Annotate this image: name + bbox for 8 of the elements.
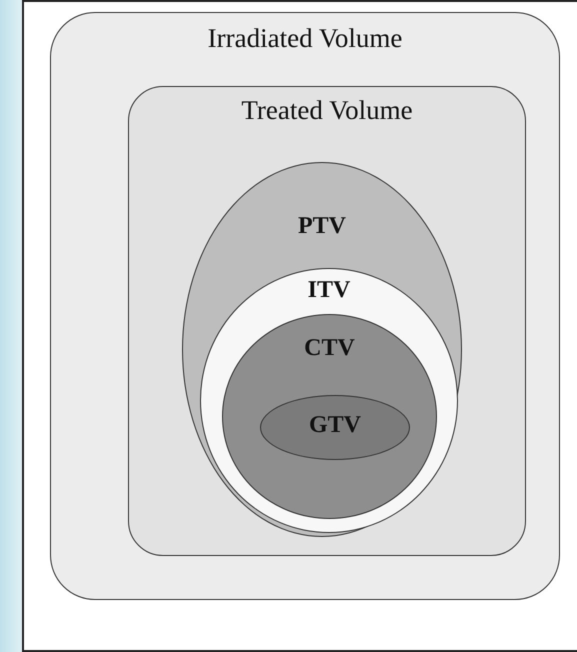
volume-label: PTV bbox=[297, 213, 347, 240]
volume-label: GTV bbox=[308, 412, 362, 439]
volume-label: CTV bbox=[303, 335, 356, 362]
irradiated-volume-box bbox=[50, 12, 560, 600]
treated-volume-box bbox=[128, 86, 526, 556]
volume-label: Treated Volume bbox=[240, 95, 414, 126]
volume-label: Irradiated Volume bbox=[206, 23, 404, 54]
volume-label: ITV bbox=[306, 277, 352, 304]
